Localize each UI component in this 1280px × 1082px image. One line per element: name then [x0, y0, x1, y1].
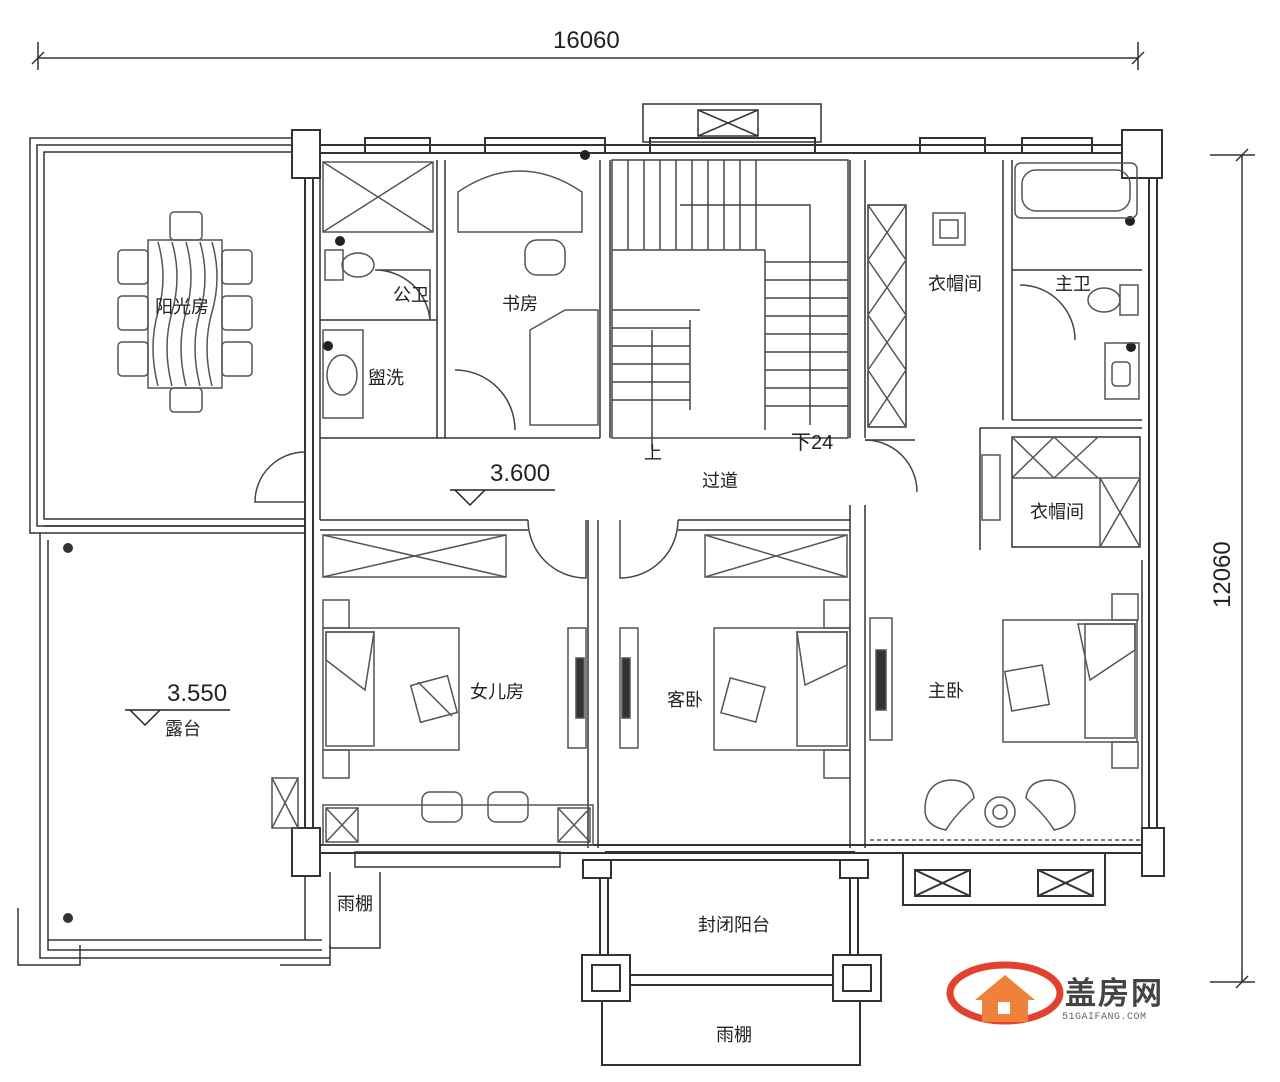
room-canopy-bottom: 雨棚 [716, 1025, 752, 1046]
stair-up-label: 上 [644, 443, 662, 464]
top-dimension-line [31, 42, 1145, 70]
room-terrace: 露台 [165, 719, 201, 740]
room-sunroom: 阳光房 [155, 297, 209, 318]
room-public-bath: 公卫 [393, 285, 429, 306]
floor-level-label: 3.600 [490, 460, 550, 487]
main-building-walls [291, 129, 1165, 877]
closed-balcony-walls [581, 851, 882, 1066]
staircase [611, 159, 849, 450]
watermark-name: 盖房网 [1065, 976, 1164, 1012]
terrace-level-label: 3.550 [167, 680, 227, 707]
width-dimension: 16060 [553, 27, 620, 54]
room-study: 书房 [502, 294, 538, 315]
watermark-url: 51GAIFANG.COM [1062, 1012, 1147, 1023]
study-desk-icon [457, 170, 599, 426]
left-canopy [329, 851, 561, 949]
terrace-drain-dots [63, 543, 73, 923]
watermark-logo-icon [946, 961, 1064, 1025]
room-closed-balcony: 封闭阳台 [698, 915, 770, 936]
room-master-bedroom: 主卧 [928, 681, 964, 702]
door-swings [254, 269, 1076, 579]
wardrobe-1 [867, 204, 966, 428]
study-desk-chairs [271, 777, 594, 846]
room-closet-1: 衣帽间 [928, 274, 982, 295]
stair-down-label: 下24 [791, 432, 833, 454]
right-dimension-line [1210, 148, 1255, 989]
room-guest: 客卧 [667, 690, 703, 711]
height-dimension: 12060 [1209, 541, 1236, 608]
tv-units [567, 617, 893, 749]
daughter-bed-icon [322, 599, 460, 779]
room-master-bath: 主卫 [1055, 274, 1091, 295]
armchairs [870, 779, 1140, 841]
dining-table-icon [117, 211, 253, 413]
master-bed-icon [1002, 593, 1139, 769]
terrace-walls [17, 533, 331, 966]
room-closet-2: 衣帽间 [1030, 502, 1084, 523]
public-bath-fixtures [322, 161, 434, 419]
wardrobe-2 [981, 436, 1141, 548]
room-daughter: 女儿房 [470, 682, 524, 703]
interior-walls [319, 160, 1143, 848]
master-bay-window [902, 853, 1106, 906]
bedroom-wardrobes [322, 534, 848, 578]
master-bath-fixtures [1014, 162, 1140, 400]
room-corridor: 过道 [702, 471, 738, 492]
room-canopy-left: 雨棚 [337, 894, 373, 915]
roof-vent-box [642, 103, 822, 143]
guest-bed-icon [713, 599, 851, 779]
room-washroom: 盥洗 [368, 368, 404, 389]
stair-treads [612, 160, 848, 407]
level-markers [125, 489, 555, 727]
